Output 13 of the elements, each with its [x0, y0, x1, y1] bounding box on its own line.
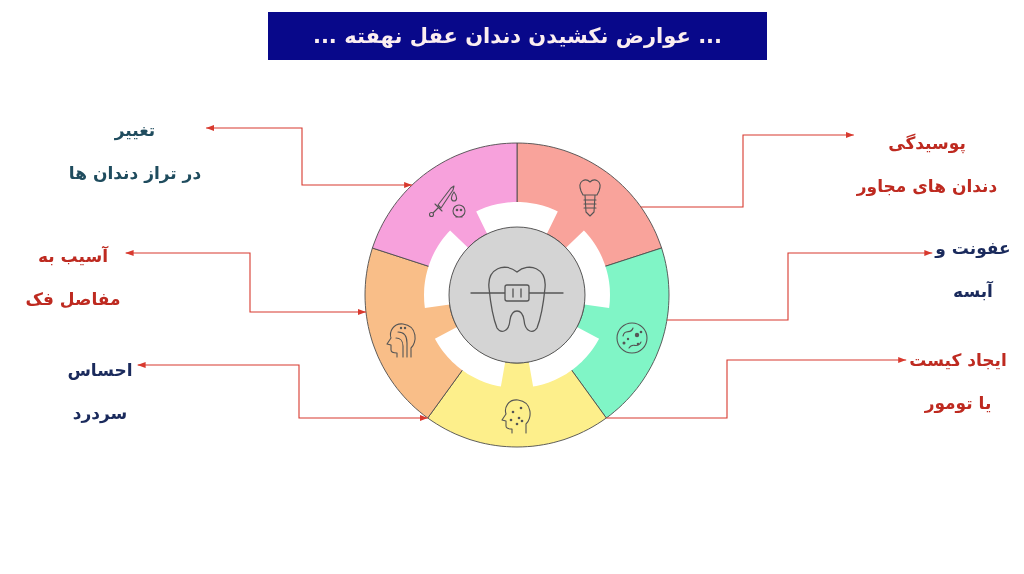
- label-text: پوسیدگی دندان های مجاور: [856, 121, 998, 208]
- label-text: آسیب به مفاصل فک: [25, 234, 121, 321]
- title-banner: ... عوارض نکشیدن دندان عقل نهفته ...: [268, 12, 767, 60]
- arrow: [205, 125, 413, 188]
- arrow: [640, 132, 855, 208]
- arrow: [125, 250, 367, 315]
- label-text: عفونت و آبسه: [935, 226, 1011, 313]
- label-text: ایجاد کیست یا تومور: [909, 338, 1007, 425]
- label-text: تغییر در تراز دندان ها: [68, 108, 202, 195]
- label-text: احساس سردرد: [67, 348, 133, 435]
- arrow: [666, 250, 933, 321]
- arrow: [137, 362, 429, 421]
- arrow: [605, 357, 907, 419]
